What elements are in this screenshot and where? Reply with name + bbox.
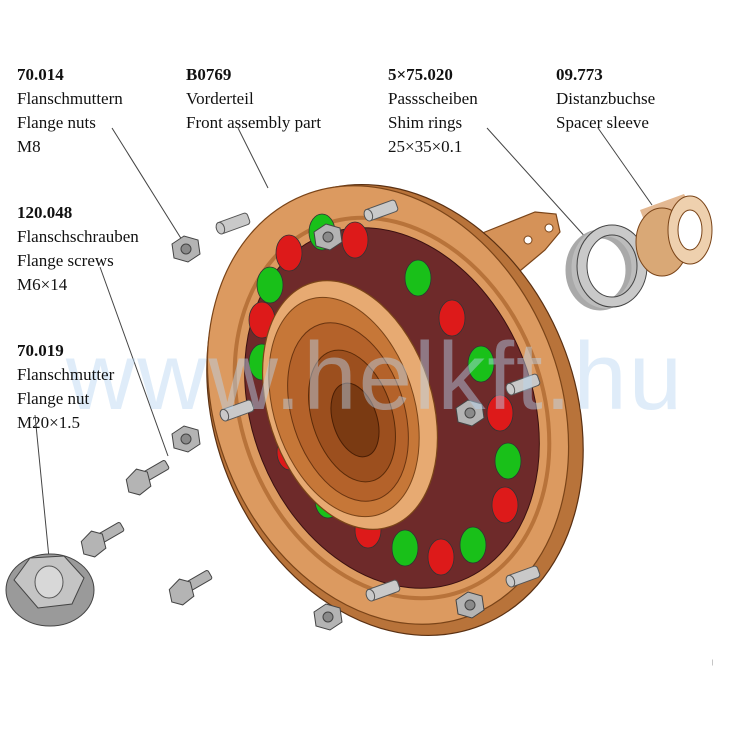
green-insert — [459, 526, 487, 564]
red-insert — [427, 538, 455, 576]
label-spacer-sleeve: 09.773 Distanzbuchse Spacer sleeve — [556, 63, 655, 135]
bracket-hole — [523, 235, 533, 245]
green-insert — [467, 345, 495, 383]
green-insert — [391, 529, 419, 567]
part-spec: M8 — [17, 137, 41, 156]
part-code: 5×75.020 — [388, 65, 453, 84]
leader-flange-screws — [99, 266, 169, 457]
part-name-en: Flange screws — [17, 251, 114, 270]
shim-rings — [565, 224, 648, 311]
part-name-en: Shim rings — [388, 113, 463, 132]
bearing-hub — [261, 280, 439, 530]
part-name-de: Distanzbuchse — [556, 89, 656, 108]
part-name-en: Flange nut — [17, 389, 90, 408]
flange-studs — [215, 199, 541, 602]
bracket-hole — [544, 223, 554, 233]
leader-shim-rings — [486, 127, 589, 241]
red-insert — [275, 234, 303, 272]
part-code: 120.048 — [17, 203, 73, 222]
green-insert — [404, 259, 432, 297]
label-flange-screws: 120.048 Flanschschrauben Flange screws M… — [17, 201, 139, 297]
leader-lines — [34, 127, 653, 569]
part-name-de: Flanschmutter — [17, 365, 115, 384]
part-code: 09.773 — [556, 65, 603, 84]
label-flange-nuts: 70.014 Flanschmuttern Flange nuts M8 — [17, 63, 123, 159]
red-insert — [438, 299, 466, 337]
page-mark: | — [712, 660, 713, 666]
red-insert — [486, 394, 514, 432]
flange-screws-m6x14 — [80, 460, 213, 606]
green-insert — [494, 442, 522, 480]
part-name-de: Flanschmuttern — [17, 89, 123, 108]
part-name-en: Spacer sleeve — [556, 113, 649, 132]
leader-spacer-sleeve — [597, 127, 653, 206]
part-code: 70.019 — [17, 341, 64, 360]
part-name-de: Passscheiben — [388, 89, 478, 108]
part-code: 70.014 — [17, 65, 64, 84]
part-spec: M6×14 — [17, 275, 68, 294]
part-name-en: Front assembly part — [186, 113, 322, 132]
label-shim-rings: 5×75.020 Passscheiben Shim rings 25×35×0… — [388, 63, 478, 159]
flange-nut-m20 — [5, 553, 95, 627]
part-spec: M20×1.5 — [17, 413, 80, 432]
label-front-part: B0769 Vorderteil Front assembly part — [186, 63, 321, 135]
green-insert — [256, 266, 284, 304]
part-code: B0769 — [186, 65, 232, 84]
label-flange-nut: 70.019 Flanschmutter Flange nut M20×1.5 — [17, 339, 114, 435]
leader-flange-nut — [34, 414, 51, 569]
part-name-de: Vorderteil — [186, 89, 254, 108]
spacer-sleeve — [635, 194, 713, 277]
part-name-de: Flanschschrauben — [17, 227, 139, 246]
flange-nuts-m8 — [171, 223, 485, 631]
part-name-en: Flange nuts — [17, 113, 96, 132]
leader-front-part — [237, 127, 269, 189]
leader-flange-nuts — [111, 127, 183, 241]
red-insert — [341, 221, 369, 259]
red-insert — [491, 486, 519, 524]
part-spec: 25×35×0.1 — [388, 137, 463, 156]
